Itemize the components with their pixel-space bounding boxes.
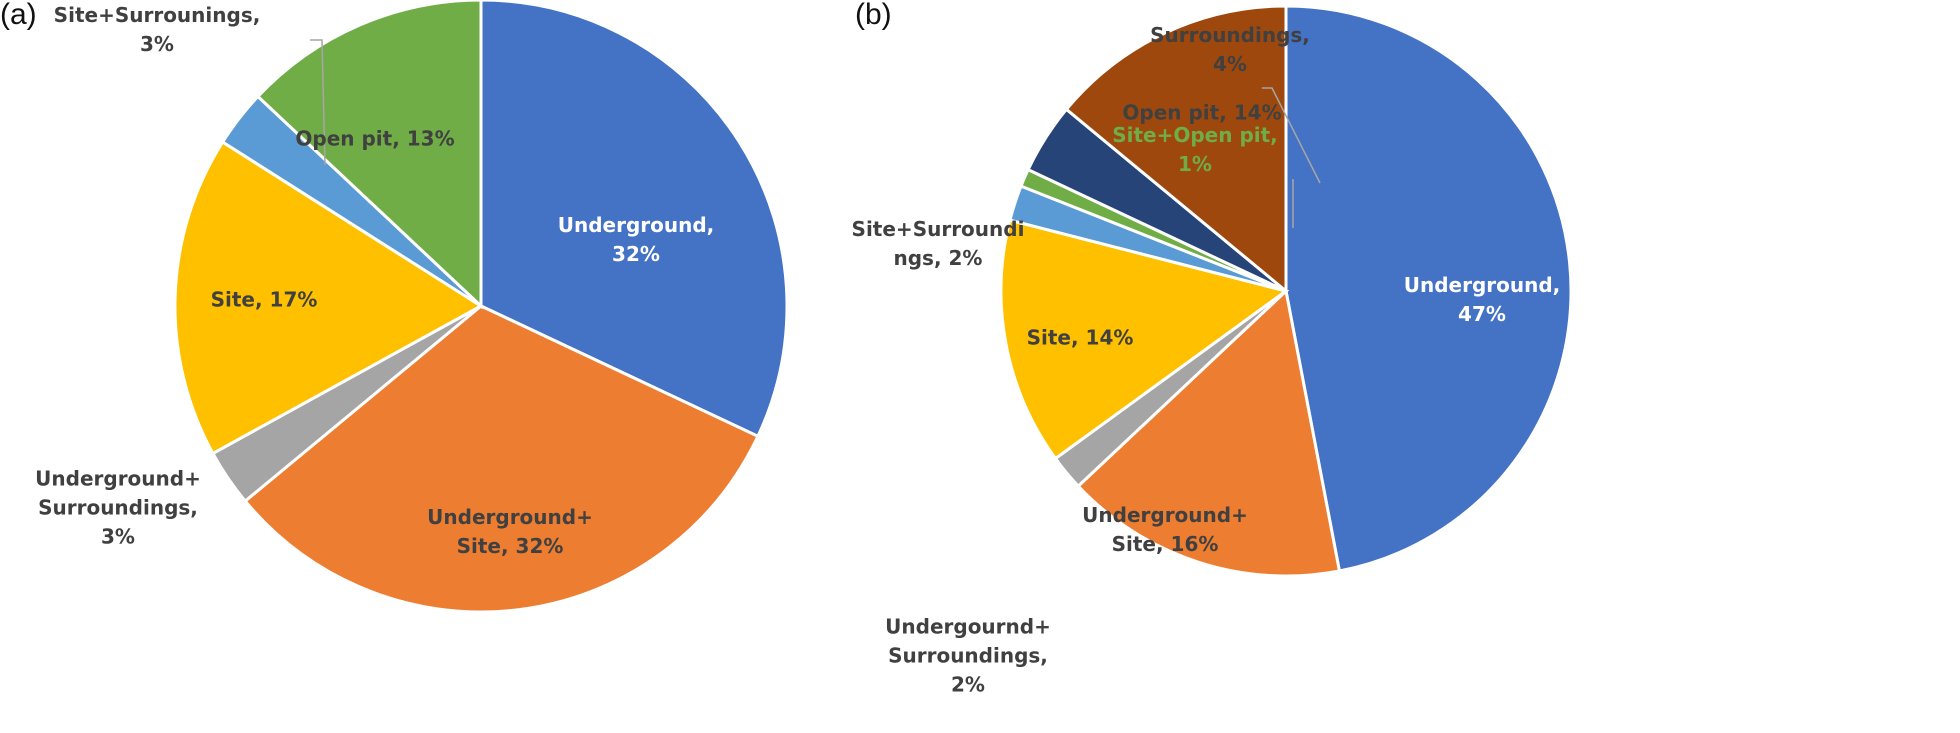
panel-label-a: (a) [0,0,37,31]
data-label-underground-surroundings-a: Underground+ Surroundings, 3% [35,466,201,549]
leader-line-site-open-pit-b [1292,179,1294,228]
data-label-open-pit-b: Open pit, 14% [1122,100,1282,125]
data-label-underground-b: Underground, 47% [1403,273,1561,326]
panel-label-b: (b) [855,0,892,31]
pie-slice-underground [1284,4,1573,573]
pie-slice-open-pit [1064,4,1288,295]
data-label-site-surroundings-a: Site+Surrounings, 3% [53,3,261,56]
pie-chart-b [999,4,1573,578]
pie-slice-site [173,139,484,456]
data-label-underground-a: Underground, 32% [557,213,715,266]
pie-slice-underground-site [243,304,760,614]
pie-slice-underground [479,0,789,439]
data-label-open-pit-a: Open pit, 13% [295,126,455,151]
data-label-site-surroundings-b: Site+Surroundi ngs, 2% [851,217,1025,270]
pie-slice-open-pit [255,0,483,310]
data-label-underground-site-b: Underground+ Site, 16% [1082,503,1248,556]
pie-slice-underground-site [1076,288,1342,578]
data-label-underground-site-a: Underground+ Site, 32% [427,505,593,558]
pie-chart-a [173,0,789,614]
pie-slice-site [999,218,1290,461]
data-label-site-open-pit-b: Site+Open pit, 1% [1112,123,1278,176]
leader-line-site-surroundings-a [310,39,326,166]
data-label-underground-surroundings-b: Undergournd+ Surroundings, 2% [885,614,1051,697]
leader-line-surroundings-b [1262,87,1321,184]
data-label-surroundings-b: Surroundings, 4% [1150,23,1310,76]
data-label-site-b: Site, 14% [1026,325,1134,350]
data-label-site-a: Site, 17% [210,287,318,312]
